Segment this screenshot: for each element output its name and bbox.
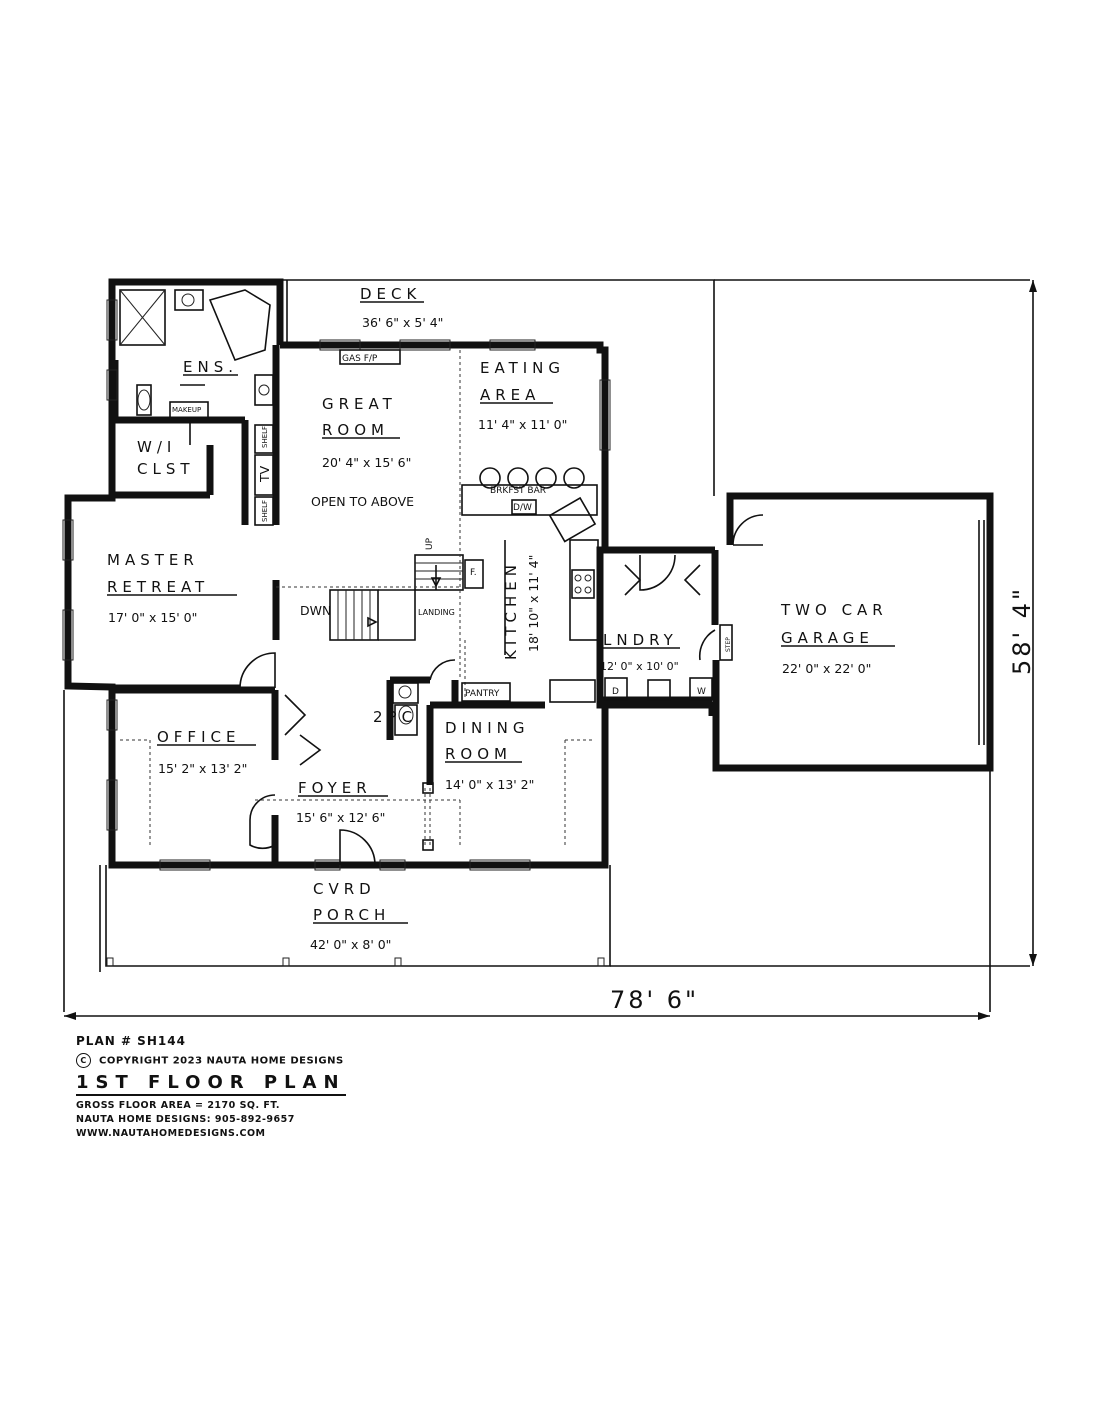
- eating-area-size: 11' 4" x 11' 0": [478, 417, 567, 432]
- stairs: [276, 350, 466, 700]
- shelf-top-label: SHELF: [261, 426, 269, 448]
- ensuite-label: ENS.: [183, 358, 238, 376]
- exterior-walls: [64, 278, 719, 869]
- dimension-lines: [64, 280, 1037, 1020]
- room-labels: DECK 36' 6" x 5' 4" ENS. W/I CLST GAS F/…: [107, 285, 1036, 1014]
- step-label: STEP: [725, 637, 732, 652]
- foyer-label: FOYER: [298, 779, 372, 797]
- stair-up-label: UP: [425, 537, 435, 550]
- wic-label-line1: W/I: [137, 438, 176, 456]
- porch-size: 42' 0" x 8' 0": [310, 937, 391, 952]
- designer-phone: NAUTA HOME DESIGNS: 905-892-9657: [76, 1114, 295, 1125]
- great-room-label-line1: GREAT: [322, 395, 397, 413]
- laundry-size: 12' 0" x 10' 0": [600, 660, 679, 673]
- garage-label-line1: TWO CAR: [780, 601, 888, 619]
- laundry-label: LNDRY: [603, 631, 678, 649]
- powder-room-label: 2PC: [373, 708, 417, 726]
- powder-room-fixtures: [392, 682, 511, 736]
- eating-area-label-line2: AREA: [480, 386, 540, 404]
- washer-label: W: [697, 687, 706, 697]
- copyright-line: C COPYRIGHT 2023 NAUTA HOME DESIGNS: [76, 1053, 344, 1068]
- eating-area-label-line1: EATING: [480, 359, 565, 377]
- designer-website: WWW.NAUTAHOMEDESIGNS.COM: [76, 1128, 266, 1139]
- dining-room-label-line1: DINING: [445, 719, 529, 737]
- kitchen-size: 18' 10" x 11' 4": [526, 555, 541, 652]
- master-retreat-label-line2: RETREAT: [107, 578, 209, 596]
- porch-label-line2: PORCH: [313, 906, 390, 924]
- dining-room-label-line2: ROOM: [445, 745, 512, 763]
- doors: [189, 420, 716, 866]
- shelf-bottom-label: SHELF: [261, 500, 269, 522]
- landing-label: LANDING: [418, 608, 455, 617]
- open-to-above-note: OPEN TO ABOVE: [311, 494, 414, 509]
- office-label: OFFICE: [157, 728, 240, 746]
- great-room-fixtures: [254, 349, 401, 526]
- tv-label: TV: [257, 465, 272, 483]
- kitchen-label: KITCHEN: [502, 560, 520, 660]
- master-retreat-size: 17' 0" x 15' 0": [108, 610, 197, 625]
- deck-size: 36' 6" x 5' 4": [362, 315, 443, 330]
- great-room-label-line2: ROOM: [322, 421, 389, 439]
- porch-outline: [99, 865, 611, 972]
- kitchen-fixtures: [461, 467, 599, 703]
- dishwasher-label: D/W: [513, 503, 532, 513]
- dining-room-size: 14' 0" x 13' 2": [445, 777, 534, 792]
- great-room-size: 20' 4" x 15' 6": [322, 455, 411, 470]
- master-retreat-label-line1: MASTER: [107, 551, 199, 569]
- gas-fireplace-label: GAS F/P: [342, 354, 378, 364]
- wic-label-line2: CLST: [137, 460, 195, 478]
- garage-label-line2: GARAGE: [781, 629, 874, 647]
- gross-floor-area: GROSS FLOOR AREA = 2170 SQ. FT.: [76, 1100, 281, 1111]
- depth-dimension: 58' 4": [1008, 586, 1036, 675]
- garage-walls: [712, 492, 994, 772]
- deck-label: DECK: [360, 285, 421, 303]
- foyer-size: 15' 6" x 12' 6": [296, 810, 385, 825]
- copyright-text: COPYRIGHT 2023 NAUTA HOME DESIGNS: [99, 1055, 344, 1067]
- ensuite-fixtures: [119, 289, 274, 419]
- garage-size: 22' 0" x 22' 0": [782, 661, 871, 676]
- plan-number: PLAN # SH144: [76, 1034, 186, 1048]
- width-dimension: 78' 6": [610, 986, 699, 1014]
- context-lines: [63, 279, 1030, 1012]
- plan-title: 1ST FLOOR PLAN: [76, 1072, 346, 1096]
- dryer-label: D: [612, 687, 619, 697]
- makeup-label: MAKEUP: [172, 406, 201, 414]
- foyer-details: [120, 739, 595, 851]
- porch-label-line1: CVRD: [313, 880, 376, 898]
- breakfast-bar-label: BRKFST BAR: [490, 486, 546, 496]
- laundry-fixtures: [604, 677, 713, 701]
- office-size: 15' 2" x 13' 2": [158, 761, 247, 776]
- fridge-label: F.: [470, 568, 477, 578]
- windows: [62, 299, 611, 871]
- pantry-label: PANTRY: [465, 689, 500, 699]
- stair-down-label: DWN: [300, 603, 331, 618]
- copyright-icon: C: [76, 1053, 91, 1068]
